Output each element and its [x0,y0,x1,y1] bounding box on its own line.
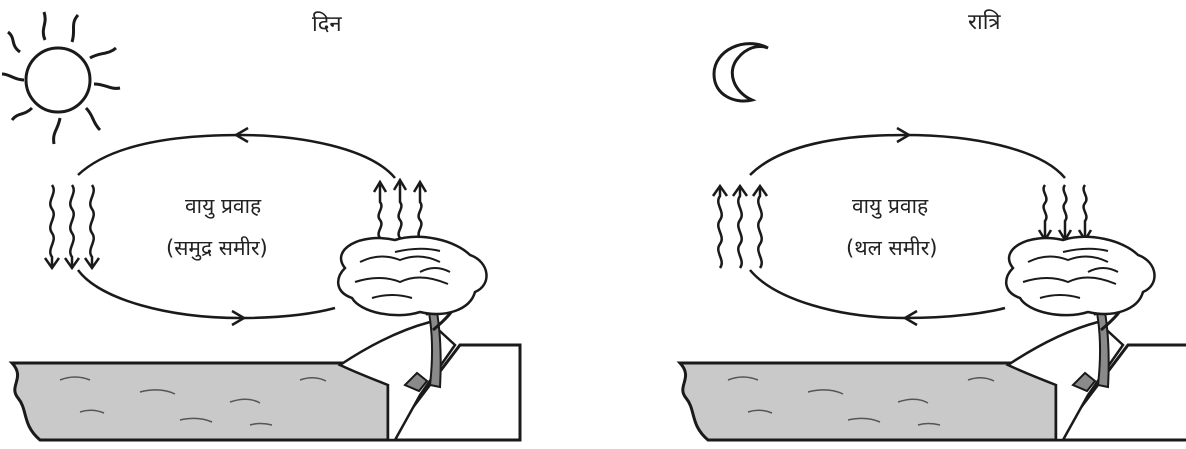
day-title: दिन [312,8,342,38]
day-breeze-label: (समुद्र समीर) [166,234,268,262]
sinking-air-arrows [45,185,99,268]
sea-and-shore [12,322,520,440]
night-flow-label: वायु प्रवाह [852,192,928,220]
sea-and-shore-night [680,322,1186,440]
crescent-moon-icon [714,44,768,101]
sun-icon [2,12,120,144]
day-flow-label: वायु प्रवाह [185,192,261,220]
night-breeze-label: (थल समीर) [846,234,938,262]
rising-air-arrows [374,180,426,238]
sinking-air-arrows-night [1039,185,1091,240]
rising-air-arrows-night [713,186,767,268]
night-title: रात्रि [968,6,1001,36]
day-panel [2,12,520,440]
